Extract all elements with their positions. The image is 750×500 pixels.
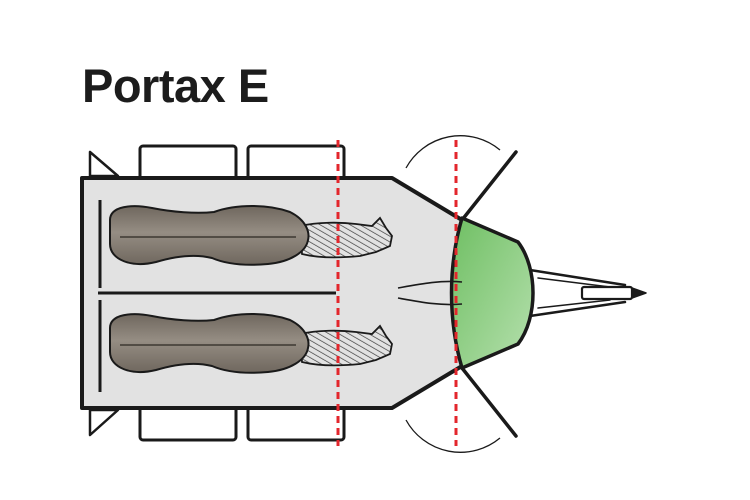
wheel-bottom-rear: [138, 404, 238, 442]
front-center-lines: [397, 280, 463, 306]
door-arc-bottom-outer: [405, 419, 501, 453]
wheel-bottom-front: [246, 404, 346, 442]
rear-corner-top: [88, 150, 120, 178]
model-title: Portax E: [82, 59, 269, 112]
horse-bottom: [109, 313, 393, 374]
front-door-top: [460, 150, 518, 222]
drawbar: [528, 268, 647, 318]
front-door-bottom: [460, 366, 518, 438]
wheel-top-rear: [138, 144, 238, 182]
door-arc-top-outer: [405, 135, 501, 169]
wheel-top-front: [246, 144, 346, 182]
front-cap: [449, 216, 535, 370]
horse-top: [109, 205, 393, 266]
rear-corner-bottom: [88, 408, 120, 437]
